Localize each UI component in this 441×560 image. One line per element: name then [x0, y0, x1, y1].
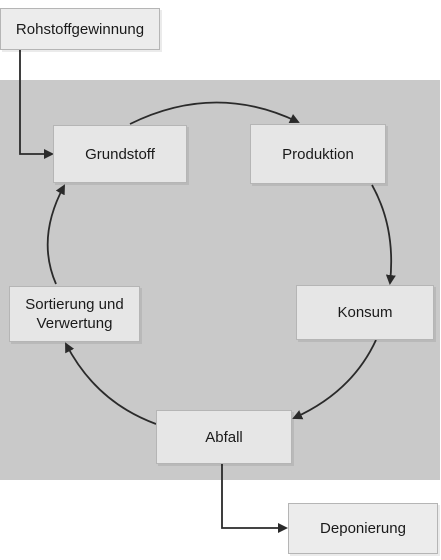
- node-rohstoffgewinnung-label: Rohstoffgewinnung: [15, 20, 145, 38]
- node-deponierung: Deponierung: [288, 503, 438, 554]
- node-konsum-label: Konsum: [337, 304, 393, 321]
- node-rohstoffgewinnung: Rohstoffgewinnung: [0, 8, 160, 50]
- node-deponierung-label: Deponierung: [320, 520, 406, 537]
- node-sortierung-verwertung: Sortierung und Verwertung: [9, 286, 140, 342]
- node-produktion-label: Produktion: [282, 145, 354, 163]
- node-abfall: Abfall: [156, 410, 292, 464]
- node-sortierung-label-line2: Verwertung: [36, 315, 113, 332]
- node-sortierung-label-line1: Sortierung und: [25, 296, 124, 313]
- node-konsum: Konsum: [296, 285, 434, 340]
- node-grundstoff-label: Grundstoff: [85, 145, 155, 163]
- node-abfall-label: Abfall: [205, 428, 243, 446]
- node-grundstoff: Grundstoff: [53, 125, 187, 183]
- node-produktion: Produktion: [250, 124, 386, 184]
